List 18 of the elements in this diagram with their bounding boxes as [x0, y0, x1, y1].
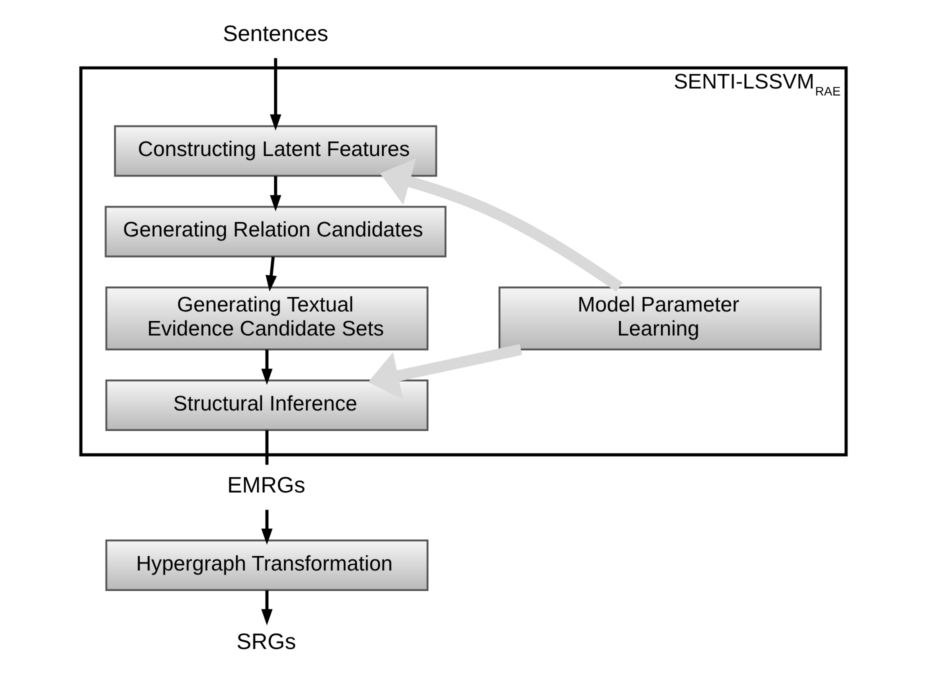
node-box: Constructing Latent Features	[114, 125, 438, 177]
arrow	[368, 344, 522, 400]
node-box: Generating Textual Evidence Candidate Sets	[105, 286, 428, 350]
arrow	[270, 58, 282, 131]
node-box: Structural Inference	[105, 380, 428, 431]
connector	[265, 430, 268, 465]
arrow	[266, 256, 277, 292]
arrow	[261, 590, 273, 626]
arrow	[261, 510, 273, 545]
node-text: Sentences	[222, 21, 328, 46]
node-box: Generating Relation Candidates	[104, 206, 446, 258]
node-box: Hypergraph Transformation	[105, 540, 428, 591]
arrow	[380, 158, 623, 292]
node-text: EMRGs	[227, 472, 306, 498]
node-text: SRGs	[236, 628, 296, 654]
arrow	[261, 350, 273, 385]
node-box: Model Parameter Learning	[498, 286, 822, 350]
arrow	[270, 176, 282, 212]
